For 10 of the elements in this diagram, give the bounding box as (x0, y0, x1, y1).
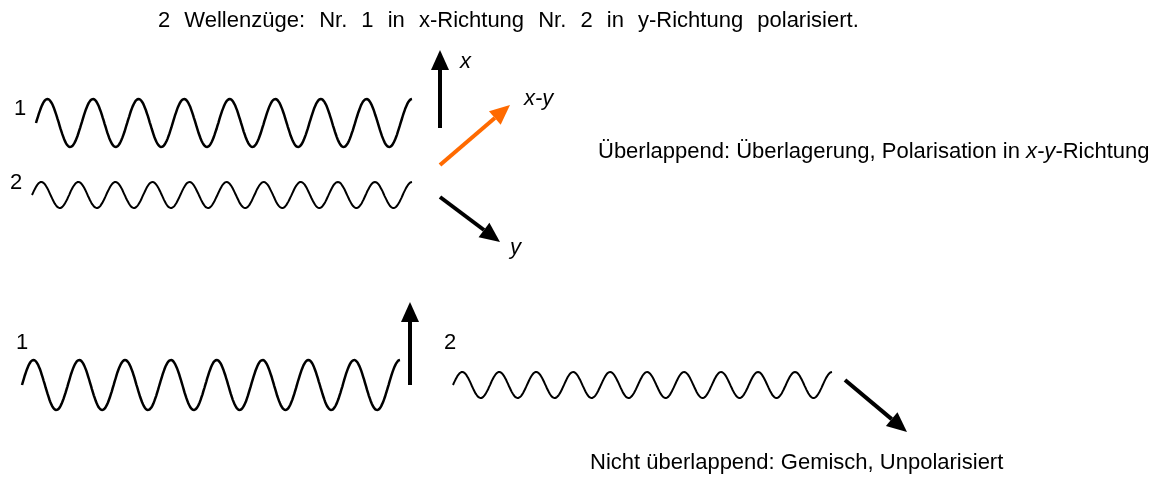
axis-label: x (460, 47, 471, 75)
title: 2 Wellenzüge: Nr. 1 in x-Richtung Nr. 2 in y-Richtung polarisiert. (158, 6, 859, 34)
axis-label: y (510, 233, 521, 261)
wave-number: 2 (10, 168, 23, 196)
wave-number: 2 (444, 328, 457, 356)
description-text: Überlappend: Überlagerung, Polarisation in x-y-Richtung (598, 137, 1151, 165)
axis-label: x-y (524, 84, 554, 112)
description-text: Nicht überlappend: Gemisch, Unpolarisiert (590, 448, 1004, 476)
wave-number: 1 (16, 328, 29, 356)
wave-number: 1 (14, 94, 27, 122)
